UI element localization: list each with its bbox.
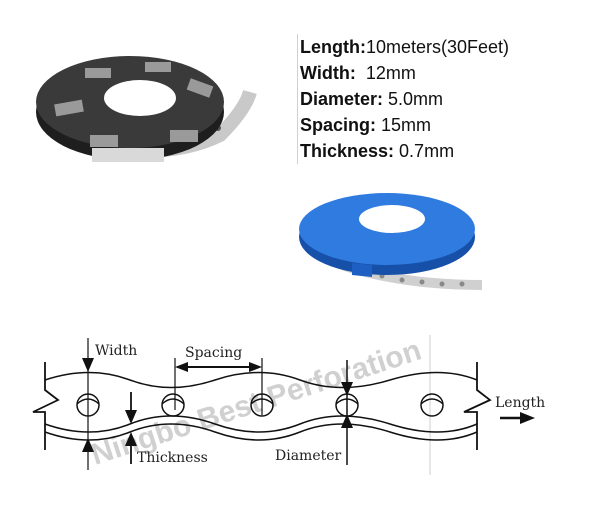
label-diameter: Diameter xyxy=(275,448,342,464)
label-spacing: Spacing xyxy=(185,345,242,361)
label-length: Length xyxy=(495,395,545,411)
spec-diameter: Diameter: 5.0mm xyxy=(300,89,444,109)
specs-list: Length:10meters(30Feet) Width: 12mm Diam… xyxy=(297,34,509,164)
black-coil-image xyxy=(20,40,280,170)
spec-thickness: Thickness: 0.7mm xyxy=(300,141,455,161)
spec-spacing: Spacing: 15mm xyxy=(300,115,432,135)
label-thickness: Thickness xyxy=(137,450,208,466)
spec-length: Length:10meters(30Feet) xyxy=(300,37,510,57)
spec-width: Width: 12mm xyxy=(300,63,416,83)
label-width: Width xyxy=(95,343,137,359)
strip-diagram: Ningbo Best Perforation Width Spacing xyxy=(0,320,603,490)
length-arrow-icon xyxy=(520,412,535,424)
blue-coil-image xyxy=(292,185,492,300)
